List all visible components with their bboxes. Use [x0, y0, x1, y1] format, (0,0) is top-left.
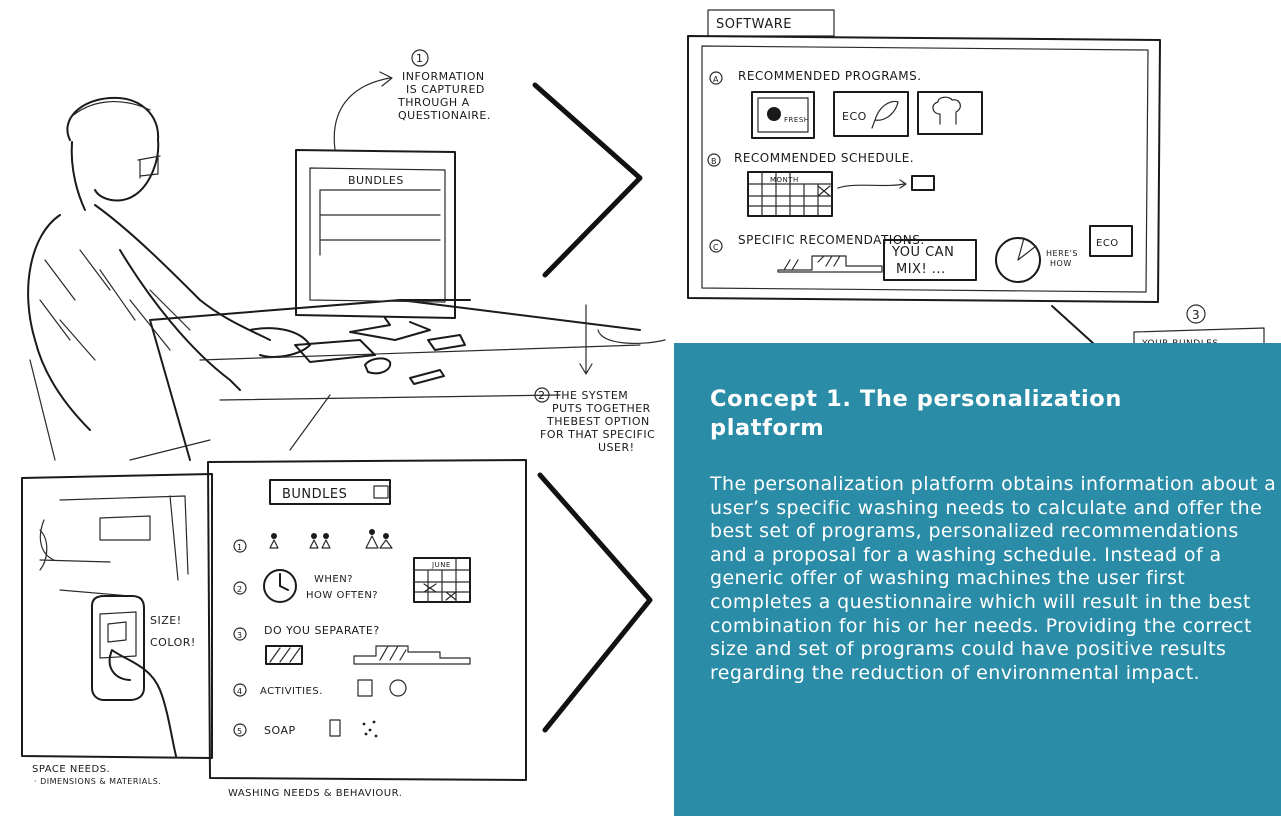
section-b-marker: B [711, 157, 717, 166]
step-3-number: 3 [1192, 308, 1200, 322]
clock-icon [263, 569, 297, 603]
step-1-line-3: THROUGH A [397, 96, 470, 109]
recommended-schedule-label: RECOMMENDED SCHEDULE. [734, 151, 914, 165]
calendar-icon: MONTH [747, 171, 833, 217]
step-2-line-1: THE SYSTEM [553, 389, 628, 402]
section-c-marker: C [713, 243, 719, 252]
question-3-marker: 3 [237, 631, 243, 640]
heres-how-line-1: HERE'S [1046, 249, 1078, 258]
step-2-line-2: PUTS TOGETHER [552, 402, 651, 415]
calendar-june-icon: JUNE [413, 557, 471, 603]
color-note: COLOR! [150, 636, 196, 649]
step-2-annotation: 2 THE SYSTEM PUTS TOGETHER THEBEST OPTIO… [534, 304, 666, 454]
bundles-questionnaire-sketch: BUNDLES 1 2 WHEN? HOW OFTEN? JUNE 3 DO Y… [207, 459, 527, 781]
section-a-marker: A [713, 75, 719, 84]
space-needs-caption: SPACE NEEDS. [32, 764, 110, 775]
software-sketch-panel: SOFTWARE A RECOMMENDED PROGRAMS. FRESH E… [687, 9, 1161, 303]
month-label: MONTH [770, 176, 799, 184]
program-eco-label: ECO [842, 110, 867, 123]
smartphone-icon [91, 595, 145, 701]
step-2-line-3: THEBEST OPTION [546, 415, 650, 428]
space-needs-sketch: SIZE! COLOR! [21, 473, 213, 759]
washing-needs-caption: WASHING NEEDS & BEHAVIOUR. [228, 788, 402, 799]
size-note: SIZE! [150, 614, 182, 627]
pie-chart-icon [995, 237, 1041, 283]
concept-description: The personalization platform obtains inf… [710, 473, 1277, 684]
eco-badge-label: ECO [1096, 238, 1119, 249]
question-2-marker: 2 [237, 585, 243, 594]
specific-recommendations-label: SPECIFIC RECOMENDATIONS. [738, 233, 925, 247]
step-1-line-1: INFORMATION [402, 70, 485, 83]
question-1-marker: 1 [237, 543, 243, 552]
question-5-text: SOAP [264, 724, 296, 737]
ball-icon [389, 679, 407, 697]
recommended-programs-label: RECOMMENDED PROGRAMS. [738, 69, 922, 83]
program-fresh-label: FRESH [784, 116, 810, 124]
chevron-right-icon-top [532, 82, 643, 278]
household-icons [269, 529, 393, 549]
step-2-line-4: FOR THAT SPECIFIC [540, 428, 655, 441]
concept-title: Concept 1. The personalization platform [710, 386, 1122, 441]
question-2-line-2: HOW OFTEN? [306, 590, 378, 601]
step-2-line-5: USER! [598, 441, 635, 454]
bubble-line-1: YOU CAN [891, 245, 954, 260]
person-at-desk-illustration [27, 96, 641, 461]
step-1-line-2: IS CAPTURED [406, 83, 485, 96]
question-4-text: ACTIVITIES. [260, 686, 323, 697]
soap-bottle-icon [329, 719, 341, 737]
step-1-line-4: QUESTIONAIRE. [398, 109, 491, 122]
space-needs-subcaption: · DIMENSIONS & MATERIALS. [34, 777, 161, 786]
question-4-marker: 4 [237, 687, 243, 696]
june-label: JUNE [431, 561, 451, 569]
heres-how-line-2: HOW [1050, 259, 1072, 268]
step-2-number: 2 [538, 389, 546, 402]
document-icon [357, 679, 373, 697]
chevron-right-icon-bottom [537, 472, 653, 733]
tree-icon [932, 96, 961, 125]
step-1-annotation: 1 INFORMATION IS CAPTURED THROUGH A QUES… [333, 49, 491, 151]
bundles-header: BUNDLES [282, 487, 347, 502]
monitor-bundles-label: BUNDLES [348, 174, 404, 187]
question-3-text: DO YOU SEPARATE? [264, 624, 380, 637]
question-2-line-1: WHEN? [314, 574, 353, 585]
concept-description-panel: Concept 1. The personalization platform … [674, 343, 1281, 816]
software-tab-label: SOFTWARE [716, 17, 792, 32]
step-1-number: 1 [416, 52, 424, 65]
bubble-line-2: MIX! ... [896, 262, 946, 277]
question-5-marker: 5 [237, 727, 243, 736]
